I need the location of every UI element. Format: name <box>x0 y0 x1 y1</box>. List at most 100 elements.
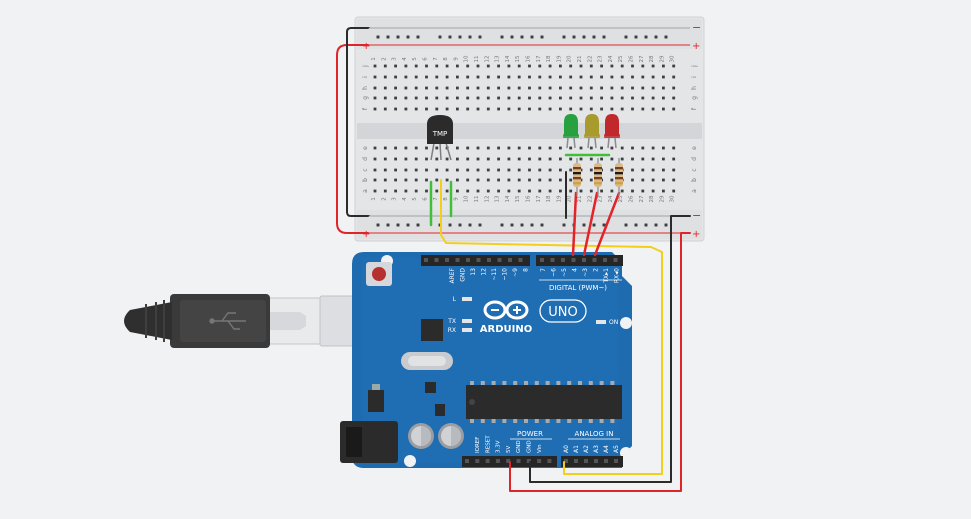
rail-plus-label-bottom-left: + <box>362 229 370 240</box>
led[interactable] <box>563 114 579 149</box>
digital-pin-label: 12 <box>481 268 488 276</box>
column-label-bottom: 25 <box>618 195 624 202</box>
column-label-bottom: 22 <box>587 196 593 203</box>
column-label-top: 18 <box>546 55 552 62</box>
mounting-hole <box>404 455 416 467</box>
resistor[interactable] <box>615 158 623 196</box>
analog-in-label: ANALOG IN <box>575 430 614 438</box>
power-pin-label: GND <box>527 440 533 453</box>
row-label-right: j <box>691 65 698 68</box>
row-label-left: f <box>362 107 369 110</box>
power-header-pins <box>465 459 618 463</box>
column-label-top: 19 <box>556 55 562 62</box>
wire-red-led-1[interactable] <box>571 191 578 257</box>
column-label-top: 2 <box>381 57 387 61</box>
wires <box>336 27 691 492</box>
column-label-top: 11 <box>474 56 480 63</box>
analog-pin-label: A0 <box>563 445 570 453</box>
column-label-top: 16 <box>526 55 532 62</box>
breadboard-holes <box>373 35 676 227</box>
column-label-bottom: 6 <box>423 197 429 201</box>
row-label-right: h <box>691 86 698 90</box>
column-label-bottom: 15 <box>515 195 521 202</box>
small-chip <box>425 382 436 393</box>
column-label-top: 9 <box>453 57 459 61</box>
power-pin-label: 5V <box>506 446 512 453</box>
column-label-bottom: 20 <box>567 195 573 202</box>
led[interactable] <box>604 114 620 149</box>
column-label-top: 7 <box>433 57 439 61</box>
column-label-bottom: 2 <box>381 197 387 201</box>
analog-pin-label: A3 <box>593 445 600 453</box>
resistor[interactable] <box>594 158 602 196</box>
row-label-right: g <box>691 96 698 100</box>
column-label-bottom: 5 <box>412 197 418 201</box>
column-label-top: 29 <box>659 55 665 62</box>
column-label-top: 26 <box>629 55 635 62</box>
wire-black-left-rail[interactable] <box>346 27 369 217</box>
wire-red-left-rail[interactable] <box>336 44 369 234</box>
column-label-bottom: 29 <box>659 195 665 202</box>
digital-pwm-label: DIGITAL (PWM~) <box>549 284 607 292</box>
digital-pin-label: 4 <box>572 268 579 272</box>
row-label-left: d <box>362 157 369 161</box>
column-label-bottom: 17 <box>536 195 542 202</box>
tx-led-label: TX <box>447 318 456 325</box>
resistors <box>573 158 623 196</box>
column-label-bottom: 13 <box>495 195 501 202</box>
column-label-top: 1 <box>371 57 377 61</box>
digital-pin-label: ~9 <box>512 268 519 277</box>
column-label-bottom: 4 <box>402 197 408 201</box>
atmega-microcontroller <box>466 385 622 419</box>
column-label-top: 12 <box>484 56 490 63</box>
usb-controller-chip <box>421 319 443 341</box>
rail-plus-label-top-left: + <box>362 41 370 52</box>
digital-pin-label: 13 <box>470 268 477 276</box>
column-label-top: 15 <box>515 55 521 62</box>
wire-black-gnd[interactable] <box>529 215 691 483</box>
analog-header[interactable] <box>561 456 623 467</box>
rx-led <box>462 328 472 332</box>
digital-header-left[interactable] <box>421 255 530 266</box>
capacitor <box>438 423 464 449</box>
tmp36-temperature-sensor[interactable]: TMP <box>427 115 453 161</box>
column-label-top: 24 <box>608 55 614 62</box>
column-label-top: 3 <box>392 57 398 61</box>
resistor[interactable] <box>573 158 581 196</box>
row-label-right: e <box>691 146 698 150</box>
row-label-right: b <box>691 178 698 182</box>
row-label-left: a <box>362 189 369 193</box>
wire-red-led-2[interactable] <box>582 191 599 257</box>
usb-cable[interactable] <box>124 294 395 348</box>
column-label-bottom: 3 <box>392 197 398 201</box>
column-label-top: 23 <box>598 55 604 62</box>
wire-red-5v[interactable] <box>509 232 691 492</box>
column-label-top: 21 <box>577 56 583 63</box>
column-label-top: 28 <box>649 55 655 62</box>
column-label-top: 22 <box>587 56 593 63</box>
wire-yellow-a0[interactable] <box>440 179 663 475</box>
column-label-top: 20 <box>567 55 573 62</box>
led[interactable] <box>584 114 600 149</box>
digital-pin-label: ~3 <box>582 268 589 277</box>
column-label-bottom: 18 <box>546 195 552 202</box>
row-label-left: g <box>362 96 369 100</box>
arduino-brand-label: ARDUINO <box>480 324 532 335</box>
column-label-bottom: 12 <box>484 196 490 203</box>
rail-minus-label-top-right: − <box>692 21 701 34</box>
digital-header-right[interactable] <box>536 255 623 266</box>
small-transistor <box>435 404 445 416</box>
column-label-top: 13 <box>495 55 501 62</box>
column-label-top: 27 <box>639 55 645 62</box>
column-label-bottom: 8 <box>443 197 449 201</box>
leds <box>563 114 620 149</box>
wire-red-led-3[interactable] <box>593 191 621 257</box>
power-label: POWER <box>517 430 543 438</box>
voltage-regulator <box>368 390 384 412</box>
column-label-bottom: 27 <box>639 195 645 202</box>
column-label-top: 6 <box>423 57 429 61</box>
